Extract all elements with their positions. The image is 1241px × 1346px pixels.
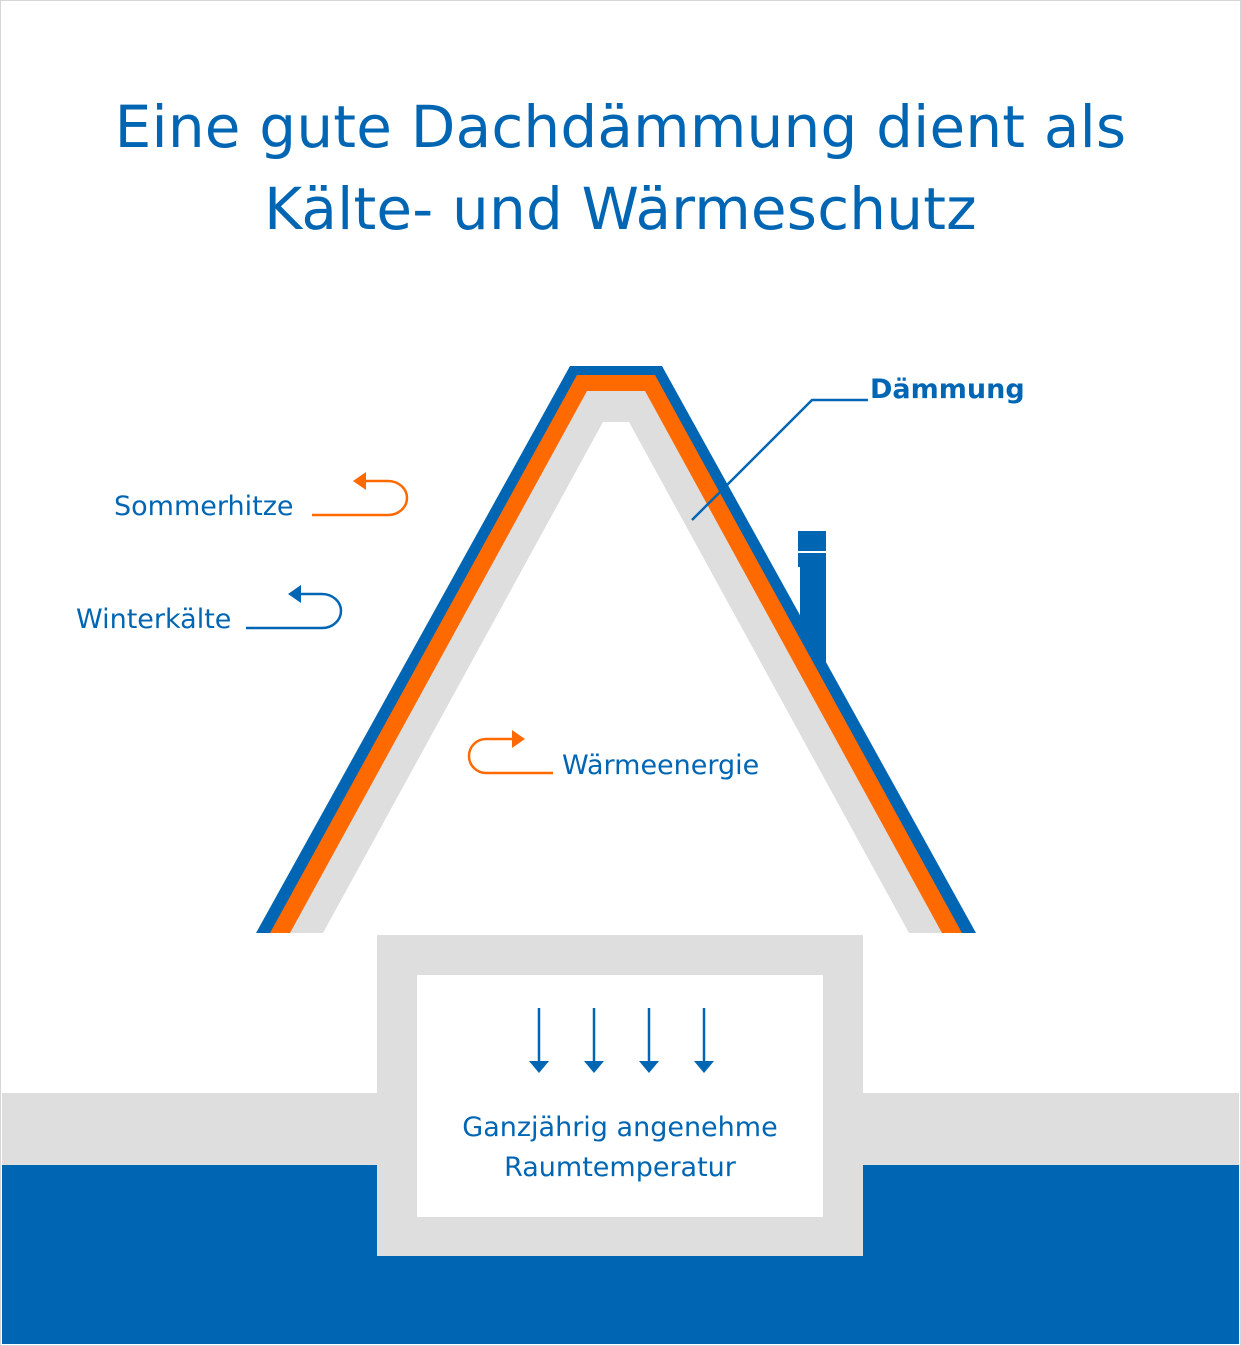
room-caption-line-1: Ganzjährig angenehme — [462, 1112, 778, 1143]
sommerhitze-label: Sommerhitze — [114, 491, 294, 522]
attic-space — [323, 422, 909, 933]
waermeenergie-return-arrow-icon — [467, 730, 553, 775]
page-title: Eine gute Dachdämmung dient als Kälte- u… — [0, 86, 1241, 250]
daemmung-label: Dämmung — [870, 374, 1025, 405]
down-arrow-icon — [584, 1008, 604, 1073]
winterkaelte-return-arrow-icon — [246, 585, 343, 630]
room-interior — [417, 975, 823, 1217]
room-caption-line-2: Raumtemperatur — [504, 1152, 736, 1183]
winterkaelte-label: Winterkälte — [76, 604, 232, 635]
sommerhitze-return-arrow-icon — [312, 472, 409, 517]
room-caption: Ganzjährig angenehme Raumtemperatur — [417, 1108, 823, 1188]
down-arrow-icon — [694, 1008, 714, 1073]
title-line-1: Eine gute Dachdämmung dient als — [114, 93, 1127, 161]
daemmung-leader-line — [691, 398, 868, 521]
down-arrow-icon — [639, 1008, 659, 1073]
down-arrows — [529, 1008, 714, 1073]
down-arrow-icon — [529, 1008, 549, 1073]
waermeenergie-label: Wärmeenergie — [562, 750, 760, 781]
title-line-2: Kälte- und Wärmeschutz — [264, 175, 977, 243]
